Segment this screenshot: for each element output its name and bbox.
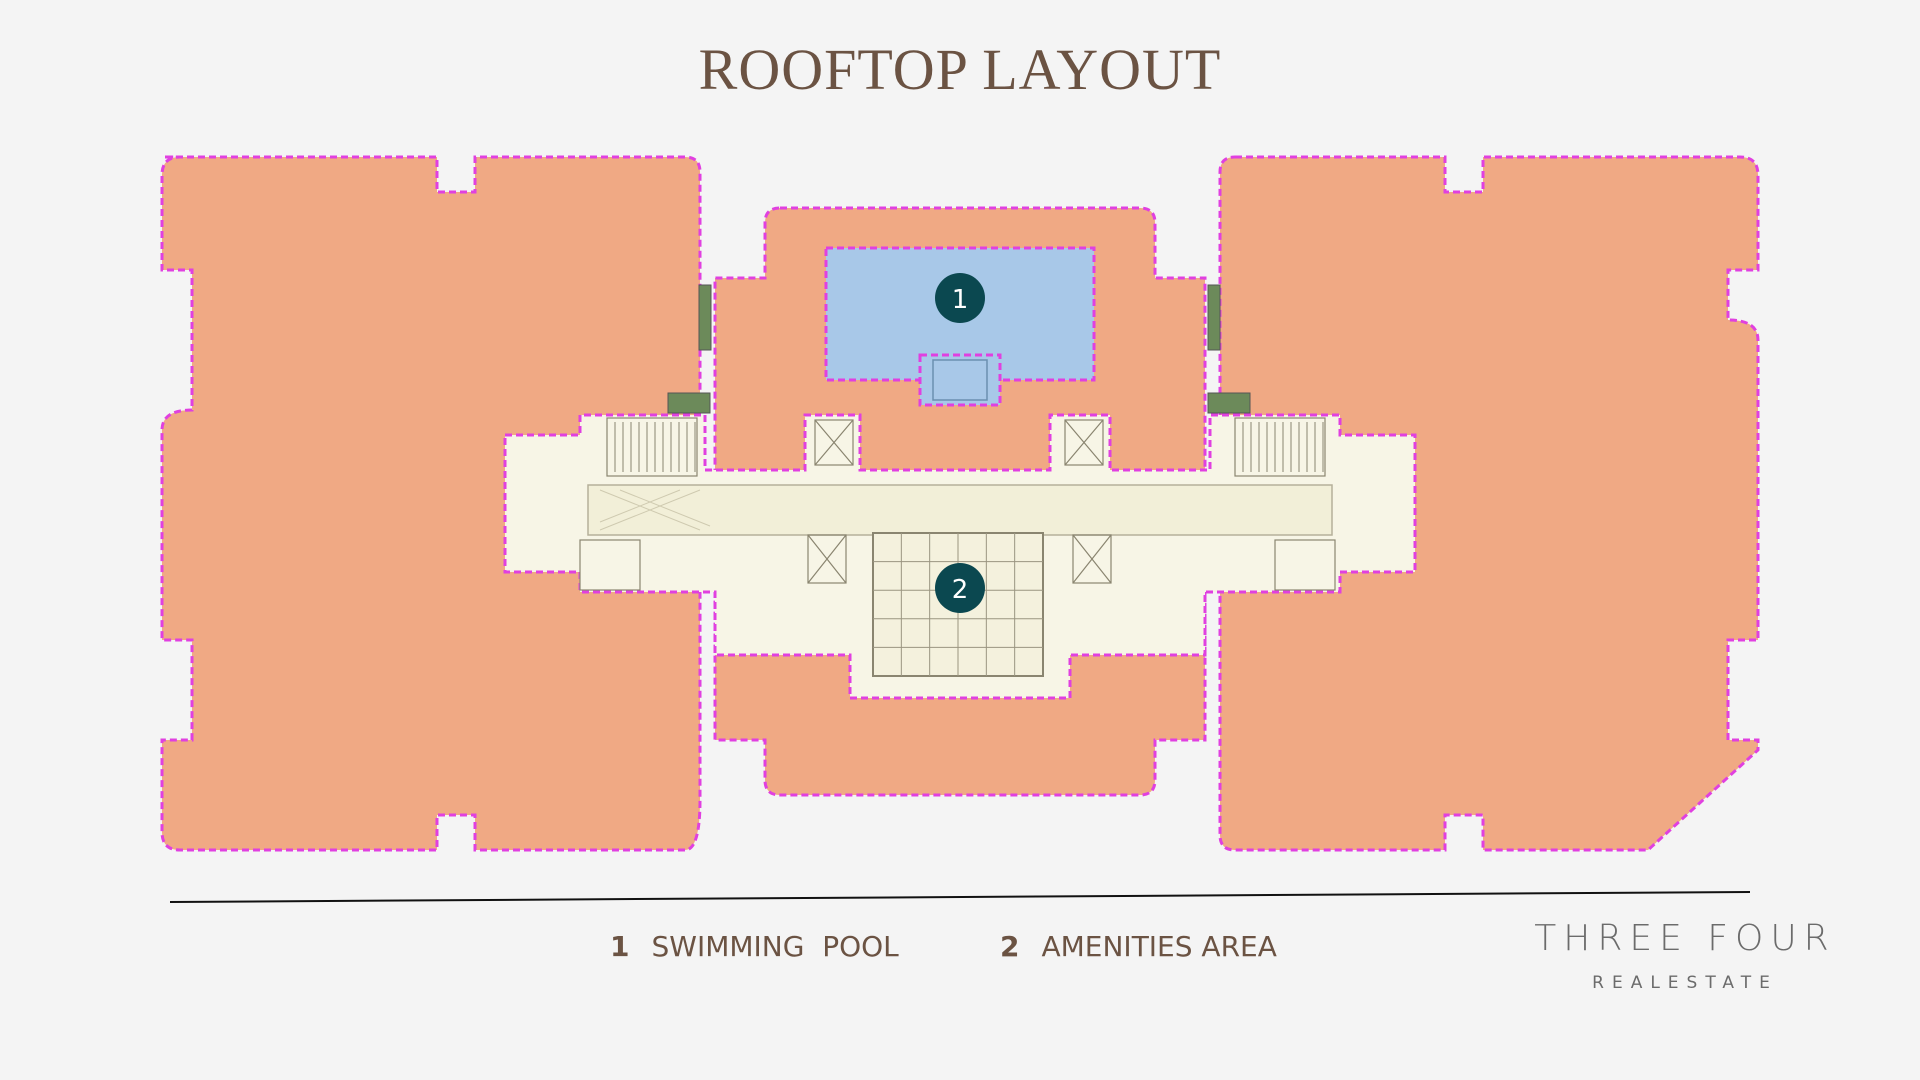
right-wing-roof bbox=[1218, 155, 1760, 852]
pool-step-area bbox=[918, 353, 1002, 407]
page-title: ROOFTOP LAYOUT bbox=[698, 37, 1222, 102]
corridor bbox=[587, 484, 1333, 536]
legend-label: SWIMMING POOL bbox=[651, 930, 899, 963]
legend: 1 SWIMMING POOL 2 AMENITIES AREA bbox=[0, 930, 1920, 978]
pool-marker: 1 bbox=[935, 273, 985, 323]
brand-name: THREE FOUR bbox=[1534, 918, 1836, 959]
legend-item-amenities: 2 AMENITIES AREA bbox=[1000, 930, 1277, 963]
amenities-marker-number: 2 bbox=[952, 575, 969, 605]
legend-item-pool: 1 SWIMMING POOL bbox=[610, 930, 899, 963]
brand-tagline: REALESTATE bbox=[1592, 973, 1778, 993]
left-wing-roof bbox=[160, 155, 702, 852]
pool-marker-number: 1 bbox=[952, 285, 969, 315]
divider-line bbox=[169, 891, 1751, 903]
stair-left bbox=[579, 417, 1336, 591]
brand-logo: THREE FOUR REALESTATE bbox=[1510, 918, 1860, 993]
legend-number: 1 bbox=[610, 930, 630, 963]
legend-label: AMENITIES AREA bbox=[1041, 930, 1277, 963]
amenities-marker: 2 bbox=[935, 563, 985, 613]
legend-number: 2 bbox=[1000, 930, 1020, 963]
